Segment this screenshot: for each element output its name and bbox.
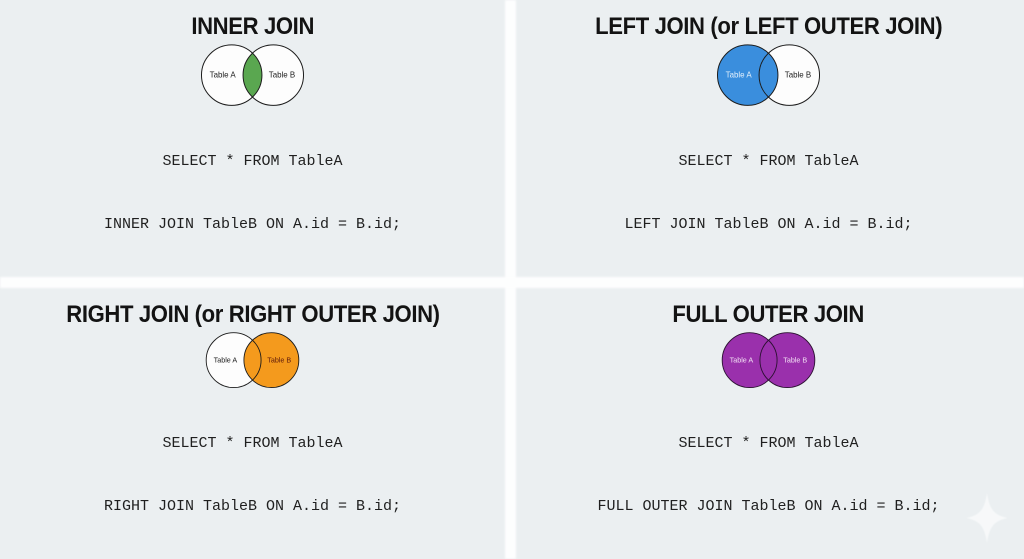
full-outer-join-panel: FULL OUTER JOIN Table A Table B SELECT *… <box>516 288 1021 559</box>
circle-a-outline <box>200 44 263 106</box>
right-join-panel: RIGHT JOIN (or RIGHT OUTER JOIN) Table A… <box>0 288 505 559</box>
table-b-label: Table B <box>783 356 807 365</box>
sql-code: SELECT * FROM TableA LEFT JOIN TableB ON… <box>624 109 912 277</box>
intersection-region <box>243 53 262 98</box>
intersection-region <box>759 53 778 98</box>
sql-line: SELECT * FROM TableA <box>162 435 343 452</box>
horizontal-divider <box>0 277 1024 288</box>
venn-diagram: Table A Table B <box>721 332 816 389</box>
sql-line: SELECT * FROM TableA <box>162 153 343 170</box>
circle-b-outline <box>243 332 300 389</box>
circle-b-outline <box>758 44 821 106</box>
panel-title: RIGHT JOIN (or RIGHT OUTER JOIN) <box>65 301 440 328</box>
circle-b-outline <box>759 332 816 389</box>
sql-line: FULL OUTER JOIN TableB ON A.id = B.id; <box>597 498 940 515</box>
intersection-region <box>243 340 262 381</box>
sql-line: RIGHT JOIN TableB ON A.id = B.id; <box>103 498 402 515</box>
intersection-region <box>759 340 778 381</box>
sql-line: SELECT * FROM TableA <box>678 153 859 170</box>
sparkle-icon <box>966 493 1008 543</box>
venn-diagram: Table A Table B <box>205 332 300 389</box>
table-a-label: Table A <box>214 356 238 365</box>
table-a-label: Table A <box>210 71 237 80</box>
sql-line: SELECT * FROM TableA <box>678 435 859 452</box>
venn-diagram: Table A Table B <box>716 44 821 106</box>
sql-line: LEFT JOIN TableB ON A.id = B.id; <box>624 216 913 233</box>
table-a-label: Table A <box>730 356 754 365</box>
circle-b-outline <box>242 44 305 106</box>
left-join-panel: LEFT JOIN (or LEFT OUTER JOIN) Table A T… <box>516 0 1021 277</box>
panel-title: LEFT JOIN (or LEFT OUTER JOIN) <box>594 13 943 40</box>
venn-diagram: Table A Table B <box>200 44 305 106</box>
table-b-label: Table B <box>785 71 811 80</box>
table-b-label: Table B <box>267 356 291 365</box>
panel-title: INNER JOIN <box>191 13 314 40</box>
sql-code: SELECT * FROM TableA INNER JOIN TableB O… <box>104 109 401 277</box>
table-a-label: Table A <box>726 71 753 80</box>
table-b-label: Table B <box>269 71 295 80</box>
sparkle-shape <box>966 493 1008 543</box>
sql-line: INNER JOIN TableB ON A.id = B.id; <box>103 216 402 233</box>
sql-code: SELECT * FROM TableA FULL OUTER JOIN Tab… <box>597 391 939 559</box>
circle-a-outline <box>205 332 262 389</box>
circle-a-outline <box>716 44 779 106</box>
circle-a-outline <box>721 332 778 389</box>
sql-code: SELECT * FROM TableA RIGHT JOIN TableB O… <box>104 391 401 559</box>
inner-join-panel: INNER JOIN Table A Table B SELECT * FROM… <box>0 0 505 277</box>
panel-title: FULL OUTER JOIN <box>672 301 865 328</box>
